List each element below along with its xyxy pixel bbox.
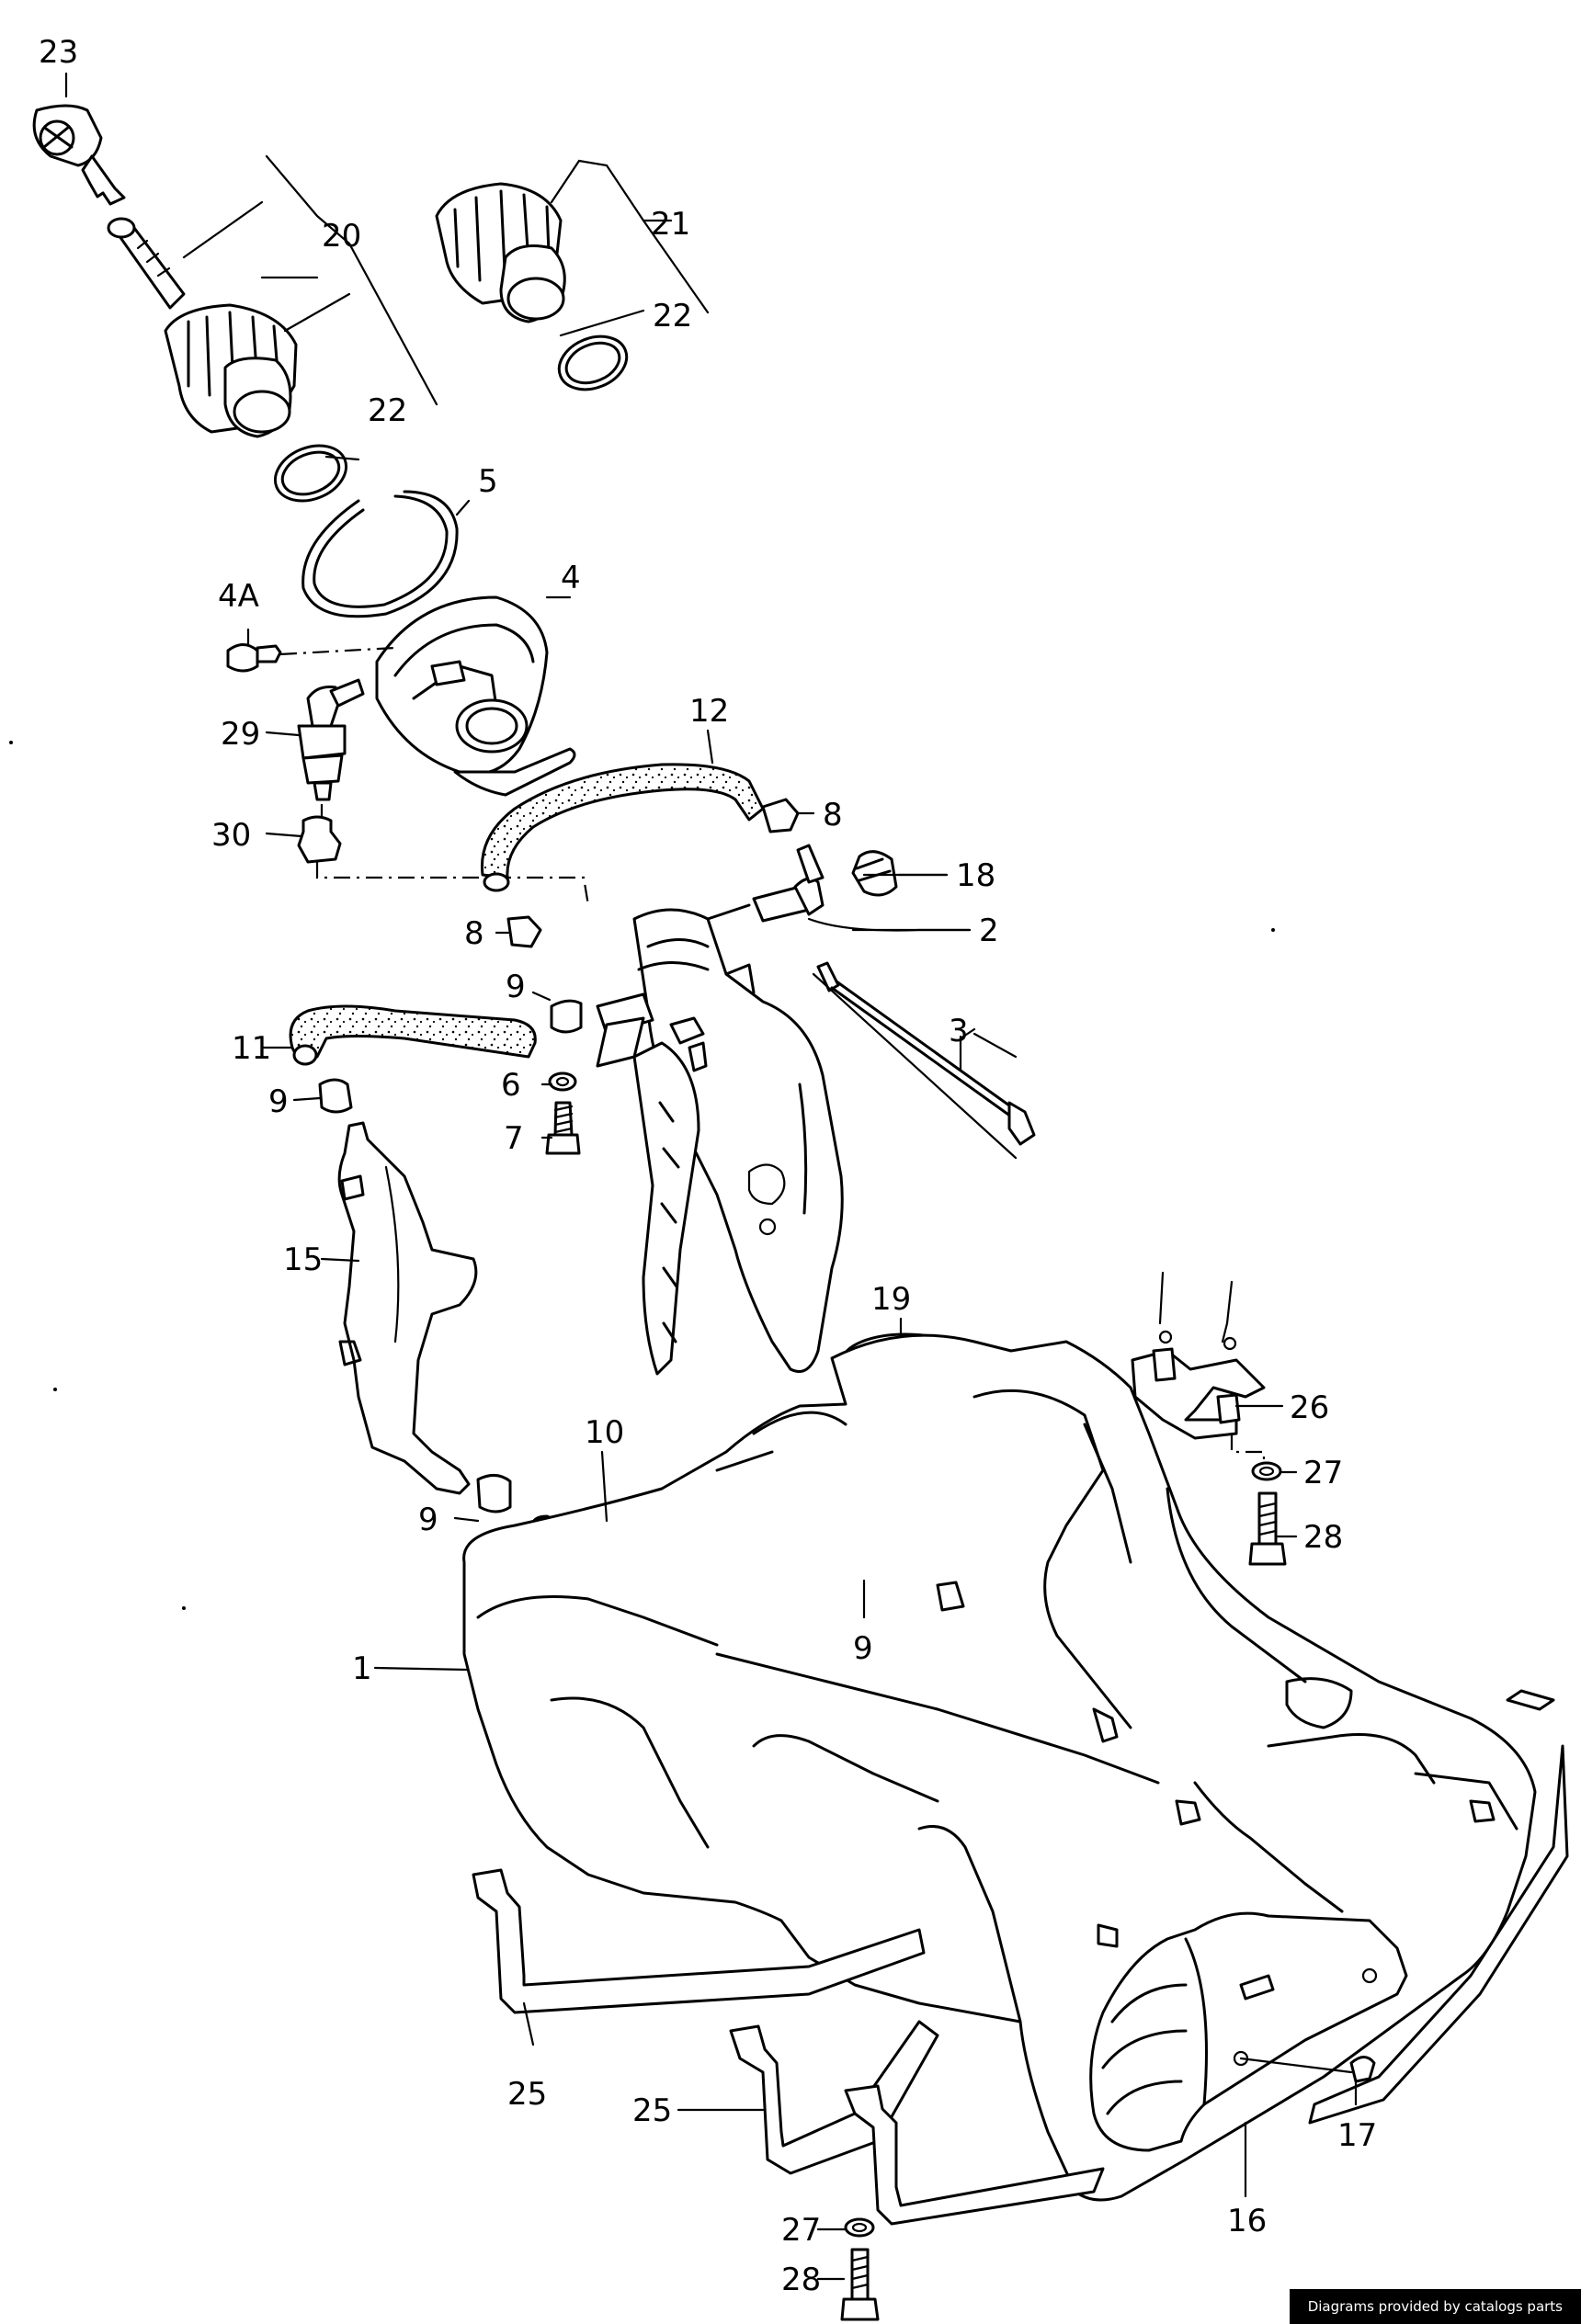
- callout-28-right: 28: [1303, 1519, 1343, 1556]
- callout-12: 12: [689, 693, 729, 730]
- expansion-pipe-part-15: [337, 1121, 478, 1495]
- washer-part-27-bottom: [844, 2217, 875, 2238]
- seal-ring-right-inner-edge: [564, 341, 621, 385]
- neck-bracket: [596, 992, 708, 1376]
- callout-22-left: 22: [368, 392, 407, 429]
- scan-specks: [9, 741, 1275, 1610]
- callout-15: 15: [283, 1241, 323, 1278]
- callout-19: 19: [871, 1281, 911, 1318]
- hose-part-11-end: [292, 1044, 318, 1066]
- callout-26: 26: [1290, 1389, 1329, 1426]
- callout-5: 5: [478, 463, 498, 500]
- callout-1: 1: [352, 1650, 372, 1687]
- snap-ring-part-5: [301, 490, 459, 618]
- filler-housing-part-4: [375, 595, 576, 797]
- callout-6: 6: [501, 1067, 521, 1104]
- callout-27-bottom: 27: [781, 2212, 821, 2249]
- callout-bracket-20: [182, 154, 438, 406]
- hose-clamp-part-8-upper: [761, 798, 800, 833]
- washer-part-27-bottom-hole: [851, 2222, 868, 2233]
- hose-clamp-part-9-upper: [550, 999, 583, 1034]
- hose-clamp-part-8-lower: [506, 915, 542, 948]
- heat-shield-part-16: [1089, 1911, 1408, 2152]
- callout-2: 2: [979, 913, 999, 949]
- callout-8-upper: 8: [823, 797, 843, 833]
- tank-strap-part-25-right: [729, 2020, 939, 2175]
- filler-cap-part-21: [435, 182, 566, 323]
- callout-20: 20: [322, 218, 361, 255]
- callout-bracket-21: [550, 159, 710, 314]
- hose-part-11: [289, 1004, 537, 1060]
- callout-30: 30: [211, 817, 251, 854]
- washer-part-6-hole: [555, 1076, 570, 1087]
- callout-9-lower: 9: [418, 1502, 438, 1538]
- lock-cylinder-part-20: [107, 217, 186, 310]
- callout-18: 18: [956, 857, 995, 894]
- callout-9-right: 9: [853, 1630, 873, 1667]
- diagram-credit: Diagrams provided by catalogs parts: [1289, 2289, 1581, 2324]
- callout-9-upper: 9: [506, 969, 526, 1005]
- bracket-part-26: [1131, 1271, 1266, 1470]
- snap-ring-inner-edge: [313, 494, 449, 608]
- leader-lines: [64, 72, 1358, 2281]
- callout-22-right: 22: [653, 298, 692, 334]
- callout-7: 7: [504, 1120, 524, 1157]
- seal-ring-inner-edge: [280, 450, 341, 496]
- valve-part-29: [297, 678, 365, 822]
- callout-9-left: 9: [268, 1083, 289, 1120]
- callout-28-bottom: 28: [781, 2262, 821, 2298]
- bolt-part-28-bottom: [840, 2248, 880, 2321]
- hose-clamp-part-9-left: [318, 1078, 353, 1114]
- callout-25-right: 25: [632, 2092, 672, 2129]
- seal-ring-part-22: [273, 444, 348, 503]
- vent-hose-part-12: [480, 763, 765, 879]
- tank-strap-part-25-left: [472, 1868, 926, 2014]
- sensor-wire-part-3: [812, 961, 1036, 1160]
- breather-connector-part-2: [706, 844, 972, 932]
- plug-part-4a: [226, 643, 396, 673]
- callout-3: 3: [949, 1013, 969, 1049]
- hose-clamp-part-9-lower: [476, 1474, 512, 1513]
- callout-4: 4: [561, 560, 581, 596]
- callout-labels: 1 2 3 4 4A 5 6 7 8 8 9 9 9 9 10 11 12 15…: [39, 34, 1377, 2298]
- small-plug: [936, 1581, 965, 1612]
- callout-23: 23: [39, 34, 78, 71]
- locking-filler-cap-part-20: [164, 303, 298, 438]
- callout-27-right: 27: [1303, 1455, 1343, 1491]
- seal-ring-part-22-right: [557, 334, 629, 391]
- key-part-23: [32, 104, 126, 206]
- callout-4a: 4A: [218, 578, 259, 615]
- tank-strap-part-25-front: [844, 1744, 1569, 2226]
- callout-17: 17: [1337, 2117, 1377, 2154]
- callout-16: 16: [1227, 2203, 1267, 2239]
- callout-25-left: 25: [507, 2076, 547, 2113]
- callout-21: 21: [651, 206, 690, 243]
- callout-11: 11: [232, 1030, 271, 1067]
- screw-part-7: [545, 1101, 581, 1155]
- clip-leader: [1239, 2057, 1353, 2074]
- clip-part-17: [1349, 2056, 1376, 2083]
- washer-part-27-right: [1251, 1461, 1282, 1481]
- bolt-part-28-right: [1248, 1491, 1287, 1566]
- callout-8-lower: 8: [464, 915, 484, 952]
- callout-10: 10: [585, 1414, 624, 1451]
- grommet-part-30: [297, 815, 590, 906]
- cap-nut-part-18: [851, 850, 949, 897]
- vent-hose-end: [483, 872, 510, 892]
- washer-part-27-right-hole: [1258, 1466, 1275, 1477]
- washer-part-6: [548, 1071, 577, 1092]
- callout-29: 29: [221, 716, 260, 753]
